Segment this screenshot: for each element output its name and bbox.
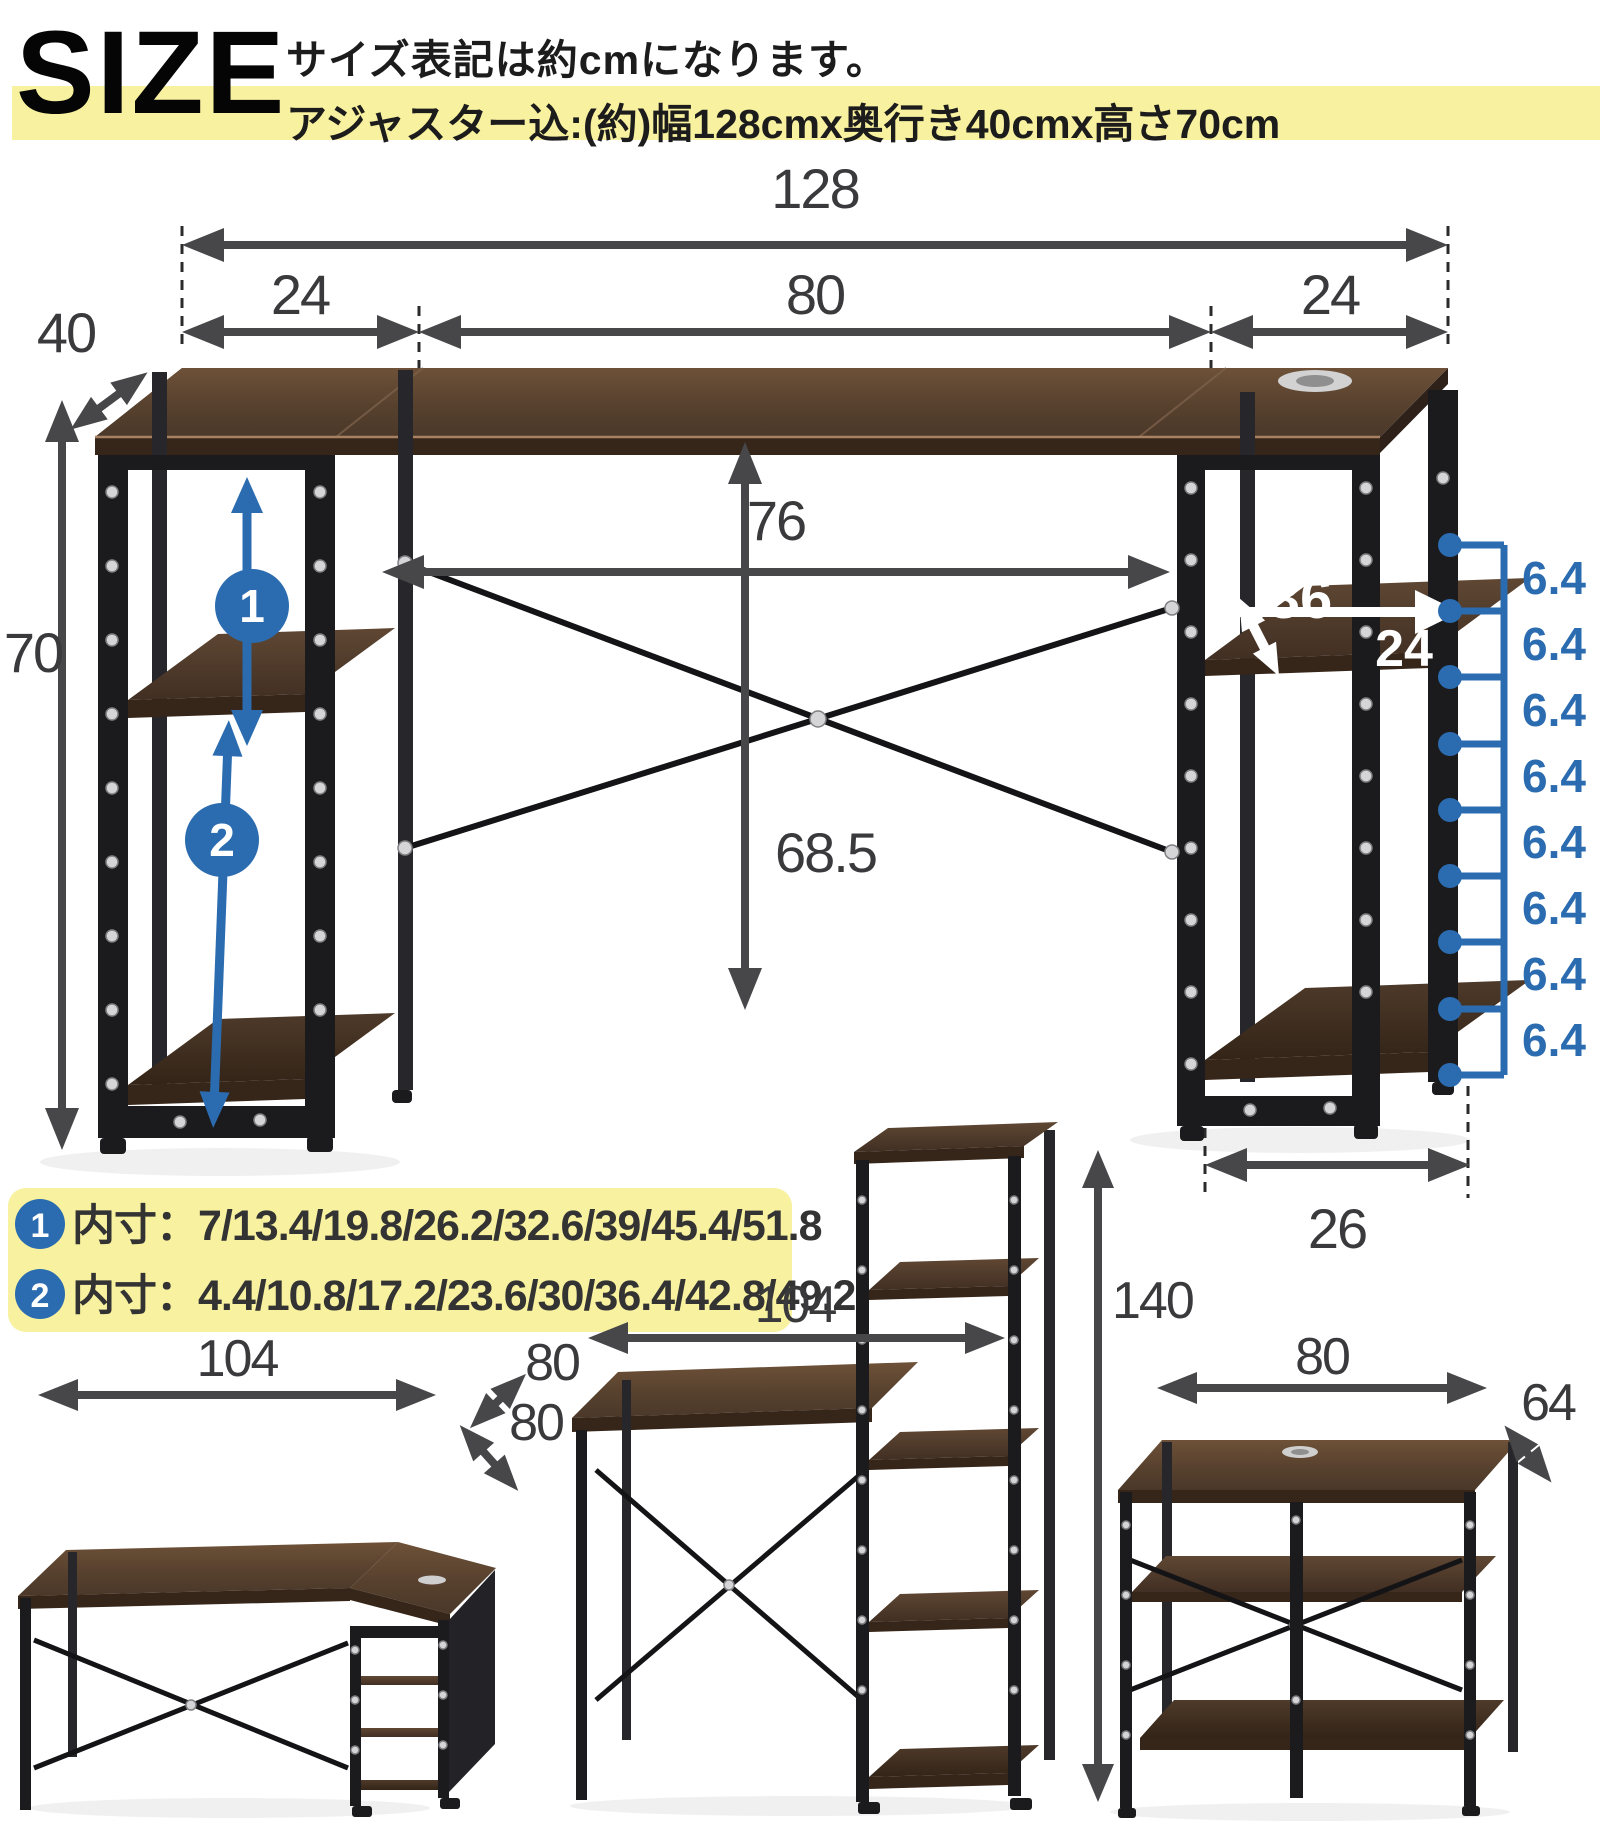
base-depth-label: 26 [1308, 1197, 1366, 1260]
pitch-label: 6.4 [1522, 882, 1586, 934]
screws [350, 1640, 448, 1755]
inner-height-label: 68.5 [775, 821, 876, 884]
left-section-label: 24 [271, 263, 330, 326]
screws [857, 1195, 1019, 1695]
figure-b-depth-label: 80 [525, 1334, 579, 1392]
inner-width-arrow [382, 555, 1170, 589]
figure-compact: 80 64 [1110, 1328, 1578, 1821]
size-note-text: サイズ表記は約cmになります。 [286, 37, 888, 83]
figure-b-depth-arrow [469, 1373, 527, 1429]
figure-a-width-arrow [38, 1379, 436, 1411]
left-section-arrow [182, 315, 419, 349]
cross-brace [397, 555, 1180, 860]
total-width-label: 128 [771, 157, 858, 220]
figure-b-height-label: 140 [1112, 1272, 1193, 1330]
yellow-highlight-band [12, 86, 1600, 140]
figure-c-depth-arrow [1504, 1425, 1552, 1483]
depth-arrow [70, 372, 148, 430]
height-label: 70 [4, 621, 62, 684]
pitch-label: 6.4 [1522, 618, 1586, 670]
shelf-width-arrow [1240, 590, 1460, 634]
right-shelf-tower [1177, 390, 1530, 1141]
figure-l-shape: 104 80 [18, 1330, 565, 1818]
figure-b-height-arrow [1082, 1150, 1114, 1802]
marker-2-number: 2 [209, 814, 235, 866]
main-desk-figure: 76 68.5 36 24 [4, 157, 1587, 1260]
center-section-arrow [419, 315, 1211, 349]
right-section-label: 24 [1301, 263, 1360, 326]
figure-a-width-label: 104 [197, 1330, 279, 1388]
figure-a-depth-label: 80 [509, 1394, 563, 1452]
desk-top [95, 367, 1448, 455]
figure-b-width-arrow [588, 1322, 1005, 1354]
figure-b-width-label: 104 [755, 1276, 837, 1334]
left-shelf-tower [98, 370, 413, 1154]
marker-1: 1 [215, 477, 289, 746]
marker-2: 2 [185, 720, 259, 1128]
pitch-label: 6.4 [1522, 948, 1586, 1000]
note-2-text: 内寸：4.4/10.8/17.2/23.6/30/36.4/42.8/49.2 [72, 1272, 855, 1320]
inner-height-arrow [728, 442, 762, 1010]
marker-1-number: 1 [239, 580, 265, 632]
page-title: SIZE [16, 7, 287, 139]
center-section-label: 80 [786, 263, 844, 326]
depth-label: 40 [37, 301, 95, 364]
base-depth-arrow [1205, 1148, 1470, 1182]
total-width-arrow [182, 228, 1448, 262]
screws [1121, 1515, 1475, 1740]
note-1-text: 内寸：7/13.4/19.8/26.2/32.6/39/45.4/51.8 [72, 1202, 822, 1250]
cable-grommet [1278, 370, 1352, 392]
inner-width-label: 76 [747, 489, 805, 552]
note-1-marker: 1 [31, 1207, 50, 1245]
pitch-label: 6.4 [1522, 1014, 1586, 1066]
right-section-arrow [1211, 315, 1448, 349]
pitch-label: 6.4 [1522, 816, 1586, 868]
inner-dimension-notes: 1 内寸：7/13.4/19.8/26.2/32.6/39/45.4/51.8 … [8, 1188, 856, 1332]
screws [105, 485, 327, 1129]
shelf-depth-label: 36 [1268, 566, 1333, 631]
screws [1184, 471, 1450, 1117]
size-spec-text: アジャスター込:(約)幅128cmx奥行き40cmx高さ70cm [286, 101, 1281, 147]
shelf-pitch-ladder: 6.4 6.4 6.4 6.4 6.4 6.4 6.4 6.4 [1438, 533, 1586, 1087]
figure-c-depth-label: 64 [1521, 1374, 1576, 1432]
pitch-label: 6.4 [1522, 552, 1586, 604]
shelf-width-label: 24 [1375, 620, 1433, 678]
note-2-marker: 2 [31, 1277, 50, 1315]
figure-c-width-label: 80 [1295, 1328, 1349, 1386]
figure-a-depth-arrow [459, 1425, 519, 1491]
pitch-label: 6.4 [1522, 684, 1586, 736]
height-arrow [45, 400, 79, 1150]
pitch-label: 6.4 [1522, 750, 1586, 802]
figure-tower: 104 80 140 [469, 1122, 1195, 1816]
figure-c-width-arrow [1157, 1372, 1487, 1404]
